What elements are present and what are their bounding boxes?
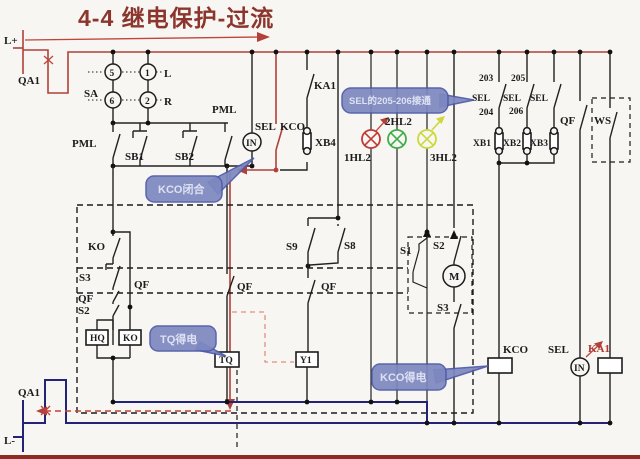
label-qf-tq: QF <box>237 281 253 293</box>
label-sel-top: SEL <box>255 121 276 133</box>
label-l-minus: L- <box>4 435 15 447</box>
label-xb2: XB2 <box>503 139 521 149</box>
label-s2-left: S2 <box>78 305 90 317</box>
callout-kco-closed <box>145 157 255 203</box>
callout-kco-closed-text: KCO闭合 <box>158 182 205 196</box>
ka1-coil-branch <box>585 341 623 423</box>
current-return-path <box>36 405 231 416</box>
label-206: 206 <box>509 107 524 117</box>
label-contact-2: 2 <box>145 97 150 107</box>
label-r: R <box>164 96 173 108</box>
l-minus-rail <box>13 379 613 452</box>
label-203: 203 <box>479 74 494 84</box>
label-kco-coil: KCO <box>503 344 529 356</box>
label-ka1-coil: KA1 <box>588 343 610 355</box>
breaker-position-box <box>407 49 473 423</box>
label-hq-coil: HQ <box>90 334 105 344</box>
label-s1: S1 <box>400 245 412 257</box>
callout-sel-205-206-text: SEL的205-206接通 <box>349 95 431 107</box>
label-ka1-top: KA1 <box>314 80 336 92</box>
label-qa1-bottom: QA1 <box>18 387 40 399</box>
label-sa: SA <box>84 88 98 100</box>
label-in-top: IN <box>246 139 257 149</box>
sel-relay-bottom <box>570 357 590 423</box>
label-contact-6: 6 <box>110 97 115 107</box>
label-sb2: SB2 <box>175 151 194 163</box>
label-motor: M <box>449 271 460 283</box>
sel-output-contacts <box>494 49 562 358</box>
callout-kco-energized <box>371 363 489 391</box>
label-s9: S9 <box>286 241 298 253</box>
label-kco-contact: KCO <box>280 121 306 133</box>
y1-release-path <box>232 311 294 363</box>
sa-selector <box>88 49 162 123</box>
label-ko-contact: KO <box>88 241 106 253</box>
page-title: 4-4 继电保护-过流 <box>78 5 274 31</box>
label-205: 205 <box>511 74 526 84</box>
label-s2-box: S2 <box>433 240 445 252</box>
current-flow-arrow-top <box>24 32 270 42</box>
control-contacts-row <box>110 120 255 169</box>
label-contact-1: 1 <box>145 69 150 79</box>
label-pml-mid: PML <box>212 104 236 116</box>
label-3hl2: 3HL2 <box>430 152 457 164</box>
sel-relay-top <box>242 49 262 166</box>
label-xb1: XB1 <box>473 139 491 149</box>
label-sb1: SB1 <box>125 151 144 163</box>
callout-sel-205-206 <box>341 87 475 114</box>
label-qf-top: QF <box>560 115 576 127</box>
callout-tq-energized <box>149 325 227 357</box>
ka1-contact-branch <box>280 49 315 171</box>
closing-circuit <box>85 166 142 402</box>
label-204: 204 <box>479 108 494 118</box>
callout-tq-energized-text: TQ得电 <box>160 332 197 346</box>
label-sel3: SEL <box>530 94 548 104</box>
label-contact-5: 5 <box>110 69 115 79</box>
label-sel1: SEL <box>472 94 490 104</box>
label-s3-left: S3 <box>79 272 91 284</box>
relay-internal-box <box>76 204 474 414</box>
label-xb3: XB3 <box>530 139 548 149</box>
y1-branch <box>295 49 346 402</box>
label-ws: WS <box>594 115 611 127</box>
label-s3-box: S3 <box>437 302 449 314</box>
kco-coil-branch <box>487 357 513 423</box>
label-s8: S8 <box>344 240 356 252</box>
callout-kco-energized-text: KCO得电 <box>380 370 426 384</box>
label-l: L <box>164 68 171 80</box>
bottom-border <box>0 455 640 459</box>
label-qf-y1: QF <box>321 281 337 293</box>
label-xb4: XB4 <box>315 137 336 149</box>
label-sel2: SEL <box>503 94 521 104</box>
label-ko-coil: KO <box>123 334 138 344</box>
qf-ws-branch <box>577 49 631 358</box>
label-qf-bypass: QF <box>134 279 150 291</box>
label-qf-left: QF <box>78 293 94 305</box>
label-pml-left: PML <box>72 138 96 150</box>
label-1hl2: 1HL2 <box>344 152 371 164</box>
label-sel-bottom: SEL <box>548 344 569 356</box>
label-qa1-top: QA1 <box>18 75 40 87</box>
label-tq-coil: TQ <box>219 356 233 366</box>
lamp-2hl2 <box>387 49 407 402</box>
label-y1-coil: Y1 <box>300 356 312 366</box>
label-l-plus: L+ <box>4 35 18 47</box>
label-in-bottom: IN <box>574 364 585 374</box>
label-2hl2: 2HL2 <box>385 116 412 128</box>
qa1-disconnector-top <box>13 30 612 94</box>
